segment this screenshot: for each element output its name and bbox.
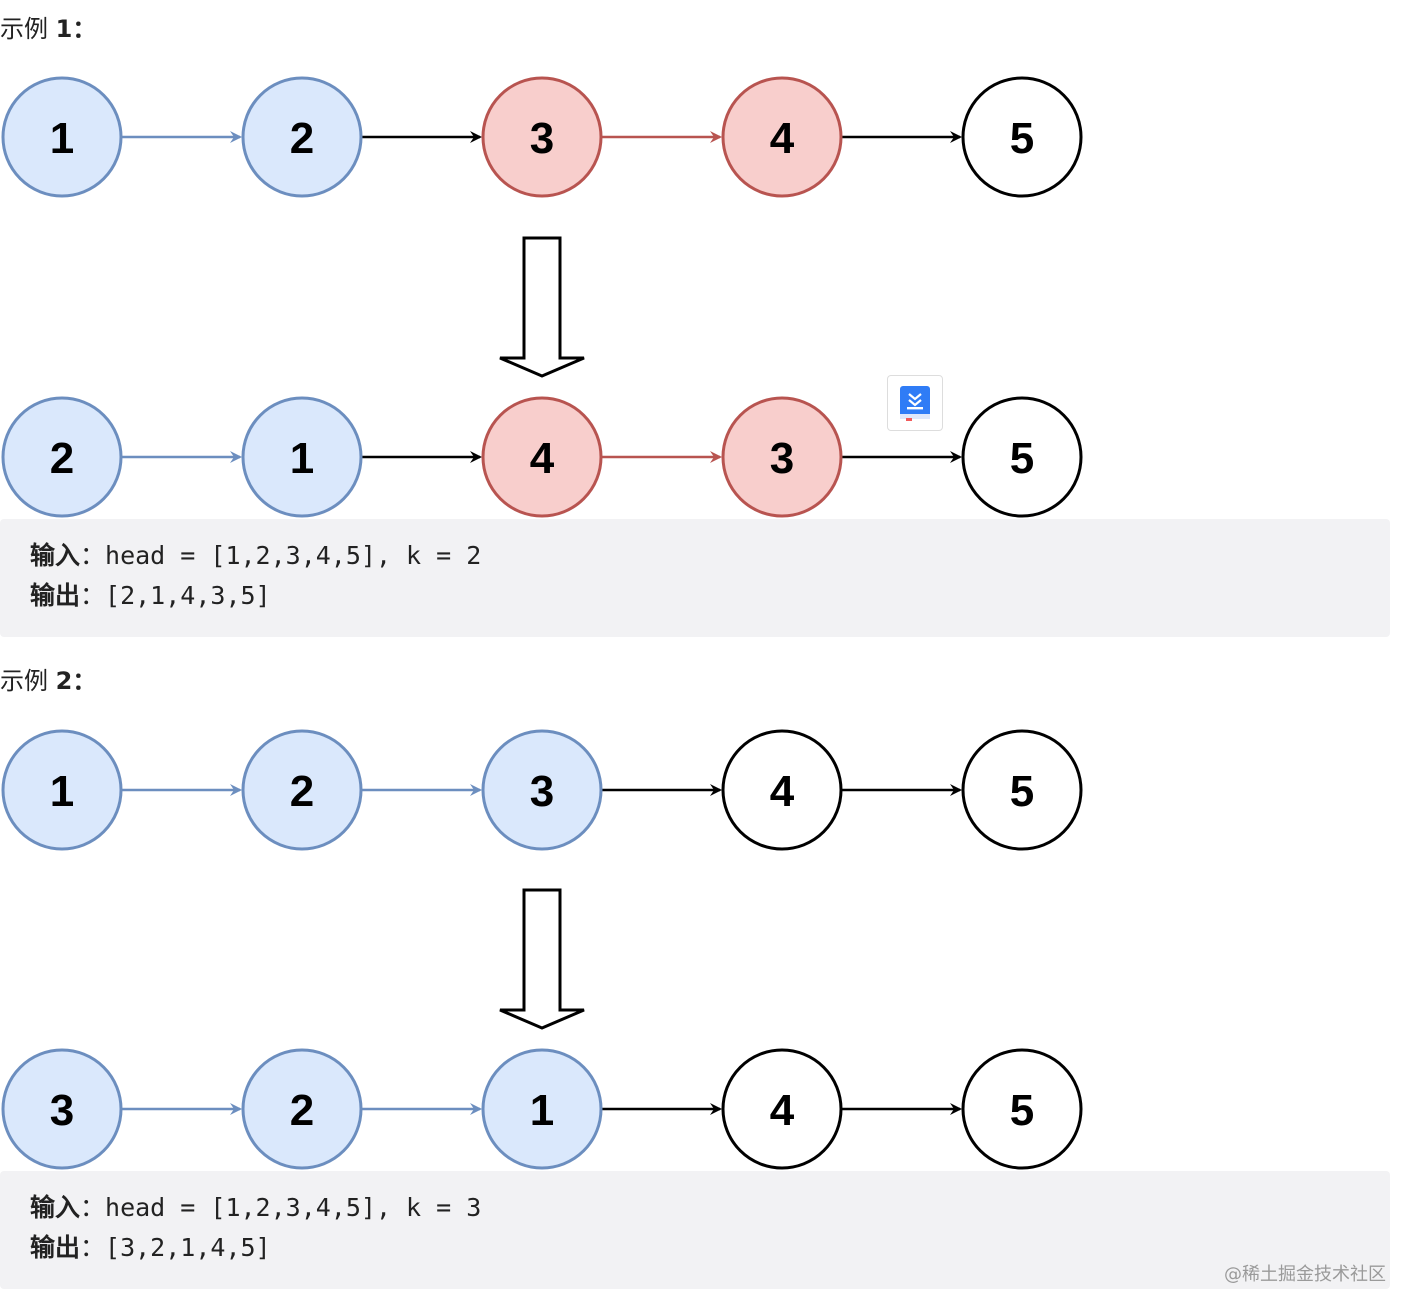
node2-after-4-label: 4 — [770, 1086, 795, 1135]
node2-before-4: 4 — [721, 729, 843, 851]
example-1-input-colon: ： — [80, 541, 106, 570]
node-before-5-label: 5 — [1010, 114, 1034, 163]
node2-before-3-label: 3 — [530, 767, 554, 816]
example-1-input-label: 输入 — [30, 541, 81, 570]
node2-before-2: 2 — [241, 729, 363, 851]
node-after-3: 4 — [481, 396, 603, 518]
node-before-4: 4 — [721, 76, 843, 198]
node2-after-5-label: 5 — [1010, 1086, 1034, 1135]
node2-before-1: 1 — [1, 729, 123, 851]
node2-after-5: 5 — [961, 1048, 1083, 1170]
transform-arrow-2-icon — [499, 888, 585, 1030]
example-2-heading-num: 2： — [55, 667, 97, 695]
node2-before-3: 3 — [481, 729, 603, 851]
example-1-code-block: 输入：head = [1,2,3,4,5], k = 2 输出：[2,1,4,3… — [0, 519, 1390, 637]
example-2-input-label: 输入 — [30, 1193, 81, 1222]
node-after-4: 3 — [721, 396, 843, 518]
example-1-diagram: 1 2 3 4 5 2 1 4 3 5 — [1, 76, 1083, 518]
watermark: @稀土掘金技术社区 — [1224, 1264, 1386, 1285]
node2-after-4: 4 — [721, 1048, 843, 1170]
node-before-2: 2 — [241, 76, 363, 198]
example-2-output-colon: ： — [80, 1233, 106, 1262]
example-1-output-colon: ： — [80, 581, 106, 610]
node-after-5: 5 — [961, 396, 1083, 518]
node-after-1: 2 — [1, 396, 123, 518]
node2-before-5: 5 — [961, 729, 1083, 851]
node2-after-2-label: 2 — [290, 1086, 314, 1135]
node-before-1: 1 — [1, 76, 123, 198]
node-before-3-label: 3 — [530, 114, 554, 163]
node-after-3-label: 4 — [530, 434, 555, 483]
node2-before-2-label: 2 — [290, 767, 314, 816]
example-1-output-line: 输出：[2,1,4,3,5] — [30, 579, 271, 613]
example-1-input-value: head = [1,2,3,4,5], k = 2 — [105, 541, 482, 570]
node-after-2-label: 1 — [290, 434, 314, 483]
example-2-input-line: 输入：head = [1,2,3,4,5], k = 3 — [30, 1191, 481, 1225]
example-2-output-value: [3,2,1,4,5] — [105, 1233, 271, 1262]
example-1-output-value: [2,1,4,3,5] — [105, 581, 271, 610]
example-1-heading: 示例 1： — [0, 14, 96, 44]
example-2-input-colon: ： — [80, 1193, 106, 1222]
example-2-heading: 示例 2： — [0, 666, 96, 696]
node-after-2: 1 — [241, 396, 363, 518]
example-1-output-label: 输出 — [30, 581, 81, 610]
node2-after-1: 3 — [1, 1048, 123, 1170]
transform-arrow-icon — [499, 236, 585, 378]
node2-before-1-label: 1 — [50, 767, 74, 816]
node-after-4-label: 3 — [770, 434, 794, 483]
example-2-output-line: 输出：[3,2,1,4,5] — [30, 1231, 271, 1265]
node2-before-4-label: 4 — [770, 767, 795, 816]
node2-before-5-label: 5 — [1010, 767, 1034, 816]
node2-after-2: 2 — [241, 1048, 363, 1170]
node-before-2-label: 2 — [290, 114, 314, 163]
example-1-heading-num: 1： — [55, 15, 97, 43]
example-2-heading-prefix: 示例 — [0, 667, 56, 695]
example-2-code-block: 输入：head = [1,2,3,4,5], k = 3 输出：[3,2,1,4… — [0, 1171, 1390, 1289]
book-icon[interactable] — [887, 375, 943, 431]
node-before-3: 3 — [481, 76, 603, 198]
node-after-1-label: 2 — [50, 434, 74, 483]
book-icon-svg — [900, 386, 930, 421]
example-1-heading-prefix: 示例 — [0, 15, 56, 43]
node2-after-3: 1 — [481, 1048, 603, 1170]
example-1-input-line: 输入：head = [1,2,3,4,5], k = 2 — [30, 539, 481, 573]
example-2-input-value: head = [1,2,3,4,5], k = 3 — [105, 1193, 482, 1222]
node-before-1-label: 1 — [50, 114, 74, 163]
example-2-diagram: 1 2 3 4 5 3 2 1 4 5 — [1, 729, 1083, 1170]
node2-after-3-label: 1 — [530, 1086, 554, 1135]
node-after-5-label: 5 — [1010, 434, 1034, 483]
example-2-output-label: 输出 — [30, 1233, 81, 1262]
node2-after-1-label: 3 — [50, 1086, 74, 1135]
node-before-5: 5 — [961, 76, 1083, 198]
node-before-4-label: 4 — [770, 114, 795, 163]
